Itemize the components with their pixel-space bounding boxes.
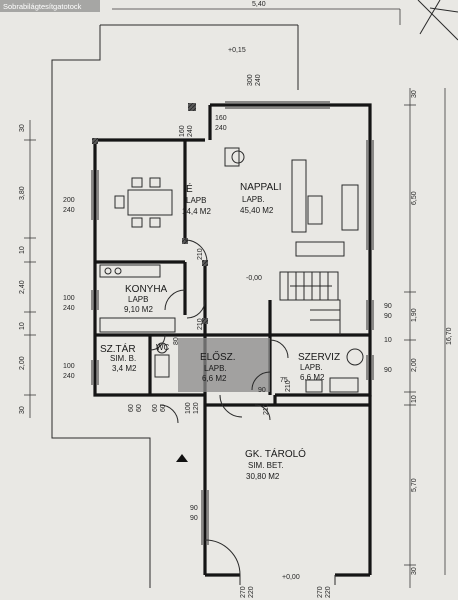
dimension-texts: 5,40 30 6,50 1,90 2,00 10 5,70 30 16,70 … xyxy=(19,1,453,598)
svg-text:100: 100 xyxy=(63,295,75,302)
svg-text:90: 90 xyxy=(190,505,198,512)
svg-text:100: 100 xyxy=(63,363,75,370)
svg-text:5,40: 5,40 xyxy=(252,1,266,8)
label-wc: WC xyxy=(156,343,170,352)
svg-text:90: 90 xyxy=(384,313,392,320)
svg-text:10: 10 xyxy=(19,246,26,254)
svg-text:90: 90 xyxy=(384,367,392,374)
svg-text:60: 60 xyxy=(128,404,135,412)
living-set xyxy=(224,147,359,257)
svg-text:LAPB.: LAPB. xyxy=(242,195,265,204)
svg-text:2,40: 2,40 xyxy=(19,280,26,294)
svg-text:200: 200 xyxy=(63,197,75,204)
north-arrow xyxy=(417,0,458,41)
svg-text:75: 75 xyxy=(280,377,288,384)
svg-text:LAPB.: LAPB. xyxy=(300,363,323,372)
svg-text:30: 30 xyxy=(19,124,26,132)
entrance-arrow xyxy=(176,454,188,462)
stairs xyxy=(279,271,341,335)
svg-text:240: 240 xyxy=(187,125,194,137)
svg-text:1,90: 1,90 xyxy=(411,308,418,322)
svg-text:160: 160 xyxy=(215,115,227,122)
label-etkezo: É xyxy=(186,182,193,195)
svg-text:210: 210 xyxy=(263,403,270,415)
svg-text:80: 80 xyxy=(173,337,180,345)
svg-text:210: 210 xyxy=(197,248,204,260)
svg-text:45,40 M2: 45,40 M2 xyxy=(240,206,274,215)
svg-text:30: 30 xyxy=(19,406,26,414)
svg-text:6,6 M2: 6,6 M2 xyxy=(202,374,227,383)
svg-text:9,10 M2: 9,10 M2 xyxy=(124,305,153,314)
svg-text:240: 240 xyxy=(255,74,262,86)
label-konyha: KONYHA xyxy=(125,284,168,295)
svg-text:210: 210 xyxy=(197,318,204,330)
svg-text:240: 240 xyxy=(63,373,75,380)
doors xyxy=(149,239,289,424)
svg-text:240: 240 xyxy=(215,125,227,132)
columns xyxy=(92,103,208,324)
svg-text:90: 90 xyxy=(190,515,198,522)
svg-text:LAPB: LAPB xyxy=(186,196,206,205)
level-marks: +0,15 -0,00 +0,00 xyxy=(228,47,300,581)
watermark: Sobrabilágtesítgatotock xyxy=(3,2,82,11)
svg-text:10: 10 xyxy=(19,322,26,330)
svg-text:220: 220 xyxy=(248,586,255,598)
svg-text:100: 100 xyxy=(185,402,192,414)
svg-text:SIM. B.: SIM. B. xyxy=(110,354,136,363)
svg-text:30: 30 xyxy=(411,567,418,575)
svg-text:6,6 M2: 6,6 M2 xyxy=(300,373,325,382)
svg-text:270: 270 xyxy=(317,586,324,598)
svg-text:30: 30 xyxy=(411,90,418,98)
svg-text:30,80 M2: 30,80 M2 xyxy=(246,472,280,481)
dining-set xyxy=(114,177,173,228)
svg-text:300: 300 xyxy=(247,74,254,86)
svg-text:120: 120 xyxy=(193,402,200,414)
svg-text:LAPB: LAPB xyxy=(128,295,148,304)
svg-text:3,80: 3,80 xyxy=(19,186,26,200)
svg-text:3,4 M2: 3,4 M2 xyxy=(112,364,137,373)
svg-text:10: 10 xyxy=(384,337,392,344)
label-garazs: GK. TÁROLÓ xyxy=(245,447,306,460)
svg-text:210: 210 xyxy=(285,380,292,392)
svg-text:240: 240 xyxy=(63,305,75,312)
windows xyxy=(91,101,374,545)
svg-text:2,00: 2,00 xyxy=(19,356,26,370)
dimension-lines xyxy=(24,8,446,588)
svg-text:10: 10 xyxy=(411,395,418,403)
svg-text:60: 60 xyxy=(160,404,167,412)
svg-text:5,70: 5,70 xyxy=(411,478,418,492)
svg-text:160: 160 xyxy=(179,125,186,137)
watermark-bg xyxy=(0,0,100,12)
svg-text:SIM. BET.: SIM. BET. xyxy=(248,461,284,470)
kitchen-counter xyxy=(99,264,176,333)
svg-text:90: 90 xyxy=(258,387,266,394)
label-nappali: NAPPALI xyxy=(240,182,282,193)
room-labels: NAPPALI LAPB. 45,40 M2 É LAPB 14,4 M2 KO… xyxy=(100,182,340,481)
svg-text:+0,15: +0,15 xyxy=(228,47,246,54)
svg-text:-0,00: -0,00 xyxy=(246,275,262,282)
label-eloszoba: ELŐSZ. xyxy=(200,349,236,363)
site-boundary xyxy=(51,24,299,588)
svg-text:60: 60 xyxy=(136,404,143,412)
eloszoba-floor xyxy=(178,338,270,392)
svg-text:270: 270 xyxy=(240,586,247,598)
label-szertar: SZ.TÁR xyxy=(100,342,136,355)
walls xyxy=(93,103,372,577)
svg-text:90: 90 xyxy=(384,303,392,310)
svg-text:220: 220 xyxy=(325,586,332,598)
svg-text:+0,00: +0,00 xyxy=(282,574,300,581)
svg-text:LAPB.: LAPB. xyxy=(204,364,227,373)
bathroom-fixtures xyxy=(154,342,364,393)
svg-text:14,4 M2: 14,4 M2 xyxy=(182,207,211,216)
garage-door xyxy=(204,539,336,585)
svg-text:60: 60 xyxy=(152,404,159,412)
svg-text:240: 240 xyxy=(63,207,75,214)
svg-text:16,70: 16,70 xyxy=(446,327,453,345)
label-szerviz: SZERVIZ xyxy=(298,352,340,363)
svg-text:2,00: 2,00 xyxy=(411,358,418,372)
svg-text:6,50: 6,50 xyxy=(411,191,418,205)
